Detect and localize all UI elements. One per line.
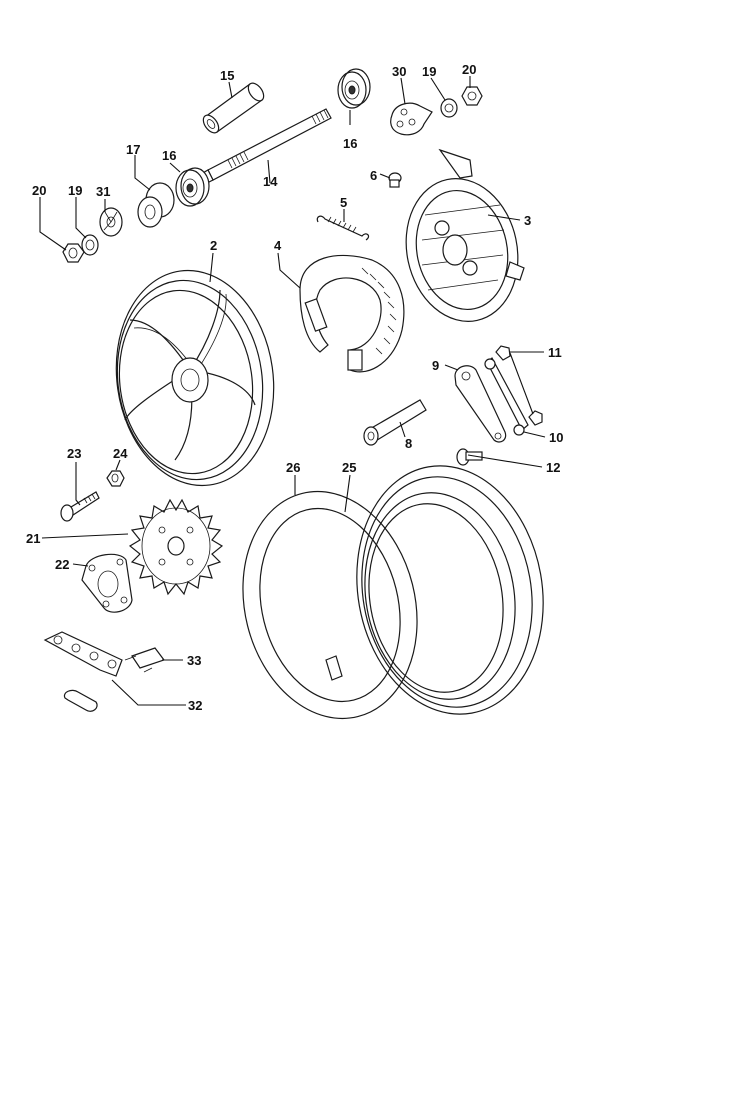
part-10-11-link-rod bbox=[484, 345, 543, 436]
part-33-connecting-link bbox=[124, 647, 165, 673]
part-19-washer-right bbox=[440, 98, 458, 118]
part-17-collar bbox=[137, 182, 175, 228]
callout-labels: 15 16 30 19 20 17 16 14 6 5 3 20 19 31 2… bbox=[26, 62, 563, 713]
part-19-washer-left bbox=[81, 234, 99, 256]
callout-4: 4 bbox=[274, 238, 282, 253]
part-2-rim bbox=[115, 269, 275, 487]
callout-26: 26 bbox=[286, 460, 300, 475]
part-8-pivot-pin bbox=[363, 399, 427, 446]
callout-20-right: 20 bbox=[462, 62, 476, 77]
part-24-nut bbox=[106, 470, 125, 487]
part-16-bearing-lower bbox=[175, 167, 210, 207]
callout-14: 14 bbox=[263, 174, 278, 189]
callout-16-upper: 16 bbox=[343, 136, 357, 151]
callout-8: 8 bbox=[405, 436, 412, 451]
part-21-sprocket bbox=[128, 498, 224, 596]
callout-15: 15 bbox=[220, 68, 234, 83]
callout-25: 25 bbox=[342, 460, 356, 475]
callout-33: 33 bbox=[187, 653, 201, 668]
part-15-spacer-tube bbox=[202, 82, 265, 134]
part-3-brake-plate bbox=[405, 148, 525, 322]
callout-17: 17 bbox=[126, 142, 140, 157]
callout-6: 6 bbox=[370, 168, 377, 183]
part-20-nut-left bbox=[62, 243, 85, 263]
callout-24: 24 bbox=[113, 446, 128, 461]
callout-12: 12 bbox=[546, 460, 560, 475]
part-32-chain bbox=[43, 631, 123, 712]
part-22-gasket-plate bbox=[81, 553, 133, 613]
callout-10: 10 bbox=[549, 430, 563, 445]
callout-19-right: 19 bbox=[422, 64, 436, 79]
callout-5: 5 bbox=[340, 195, 347, 210]
callout-32: 32 bbox=[188, 698, 202, 713]
callout-22: 22 bbox=[55, 557, 69, 572]
part-23-bolt bbox=[60, 491, 100, 522]
part-30-cam-plate bbox=[390, 102, 433, 136]
callout-30: 30 bbox=[392, 64, 406, 79]
callout-16-lower: 16 bbox=[162, 148, 176, 163]
part-26-inner-tube bbox=[242, 490, 418, 720]
part-16-bearing-upper bbox=[337, 68, 371, 109]
part-31-lock-plate bbox=[99, 207, 123, 237]
callout-31: 31 bbox=[96, 184, 110, 199]
callout-23: 23 bbox=[67, 446, 81, 461]
part-6-small-bolt bbox=[388, 172, 402, 188]
callout-2: 2 bbox=[210, 238, 217, 253]
part-4-brake-shoes bbox=[299, 254, 405, 373]
callout-9: 9 bbox=[432, 358, 439, 373]
callout-20-left: 20 bbox=[32, 183, 46, 198]
callout-11: 11 bbox=[548, 345, 562, 360]
leader-lines bbox=[39, 76, 546, 706]
part-20-nut-right bbox=[461, 86, 483, 106]
callout-21: 21 bbox=[26, 531, 40, 546]
part-25-tyre bbox=[356, 465, 544, 715]
callout-3: 3 bbox=[524, 213, 531, 228]
part-5-spring bbox=[316, 215, 370, 241]
callout-19-left: 19 bbox=[68, 183, 82, 198]
part-9-brake-arm bbox=[454, 365, 507, 443]
